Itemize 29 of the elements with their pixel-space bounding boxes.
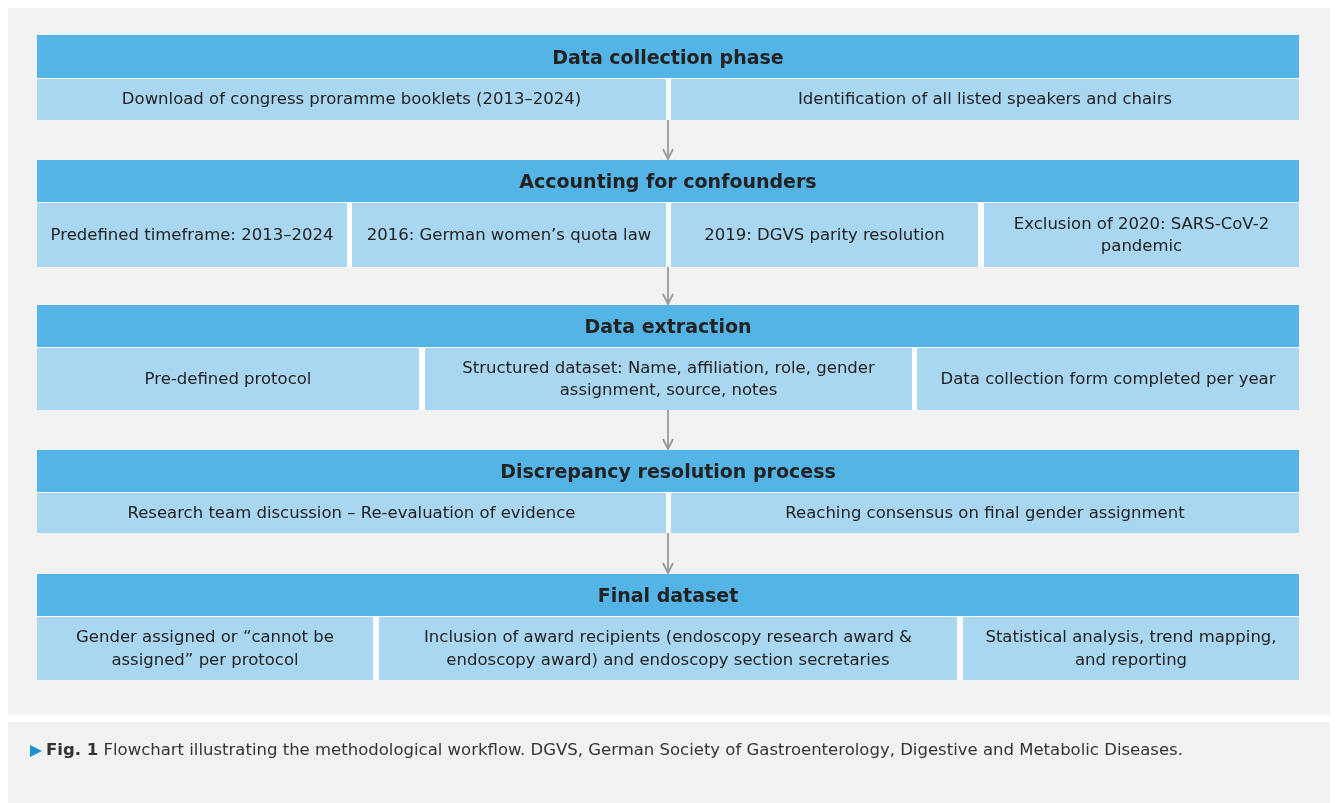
step-cell: Inclusion of award recipients (endoscopy research award & endoscopy award) and endoscopy section secretaries	[379, 617, 957, 680]
arrow	[662, 532, 674, 574]
phase-block	[37, 305, 1299, 410]
arrow	[662, 266, 674, 305]
step-cell: 2016: German women’s quota law	[352, 203, 666, 267]
step-cell: Statistical analysis, trend mapping, and reporting	[963, 617, 1299, 680]
phase-block	[37, 450, 1299, 533]
step-cell: Pre-defined protocol	[37, 348, 419, 410]
step-cell: Download of congress proramme booklets (2013–2024)	[37, 79, 666, 120]
step-cell: Research team discussion – Re-evaluation of evidence	[37, 493, 666, 533]
phase-heading: Data collection phase	[551, 44, 785, 70]
arrow	[662, 409, 674, 450]
phase-block	[37, 35, 1299, 120]
phase-heading: Data extraction	[583, 314, 753, 339]
step-cell: Gender assigned or “cannot be assigned” per protocol	[37, 617, 373, 680]
phase-block	[37, 160, 1299, 267]
step-cell: Reaching consensus on final gender assignment	[671, 493, 1299, 533]
step-cell: Predefined timeframe: 2013–2024	[37, 203, 347, 267]
step-cell: 2019: DGVS parity resolution	[671, 203, 978, 267]
step-cell: Exclusion of 2020: SARS-CoV-2 pandemic	[984, 203, 1299, 267]
step-cell: Data collection form completed per year	[917, 348, 1299, 410]
step-cell: Structured dataset: Name, affiliation, role, gender assignment, source, notes	[425, 348, 912, 410]
phase-block	[37, 574, 1299, 680]
arrow	[662, 119, 674, 160]
step-cell: Identification of all listed speakers and chairs	[671, 79, 1299, 120]
phase-heading: Discrepancy resolution process	[499, 459, 837, 484]
figure-caption: Fig. 1 Flowchart illustrating the methodological workflow. DGVS, German Society of Gastroenterology, Digestive and Metabolic Diseases.	[46, 740, 1183, 759]
phase-heading: Final dataset	[596, 583, 740, 608]
phase-heading: Accounting for confounders	[518, 169, 818, 194]
